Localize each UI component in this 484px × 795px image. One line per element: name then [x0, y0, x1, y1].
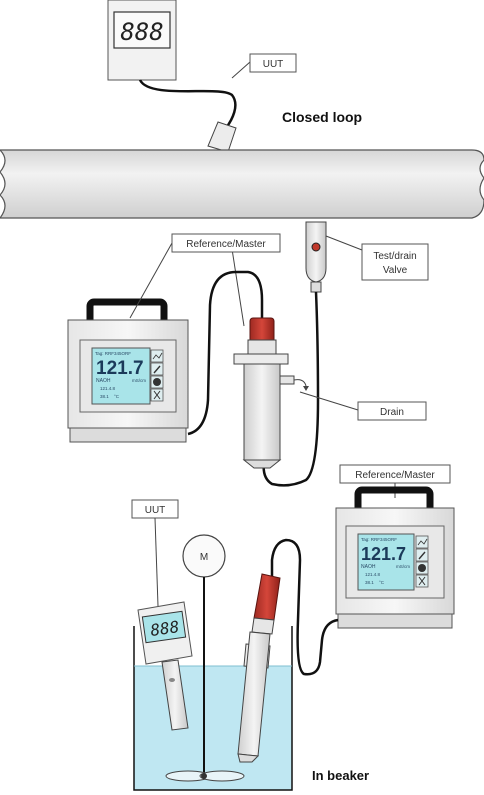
- beaker-liquid: [134, 666, 292, 790]
- uut-top-display: 888: [120, 18, 163, 46]
- ref2-medium: NAOH: [361, 564, 376, 570]
- drain-label: Drain: [380, 407, 404, 418]
- reference-meter-1: Tag: RRF345ORF 121.7 NAOH mS/cm 121.4.8 …: [67, 298, 189, 443]
- uut-bottom-label: UUT: [145, 505, 166, 516]
- closed-loop-title: Closed loop: [282, 109, 362, 125]
- test-drain-valve-label-box: [361, 243, 429, 281]
- mixer-label: M: [200, 552, 208, 563]
- uut-top-label: UUT: [263, 59, 284, 70]
- ref1-header: Tag: RRF345ORF: [95, 351, 131, 356]
- ref1-cable: [187, 270, 264, 436]
- ref1-temp-unit: °C: [114, 394, 120, 399]
- beaker: [133, 626, 293, 791]
- ref2-value: 121.7: [361, 544, 406, 564]
- ref1-medium: NAOH: [96, 378, 111, 384]
- uut-top-sensor: [207, 121, 237, 153]
- mixer: M: [165, 534, 245, 782]
- reference-master-1-label-box: [171, 233, 281, 253]
- test-drain-label-line2: Valve: [383, 265, 408, 276]
- ref2-unit: mS/cm: [396, 564, 410, 569]
- ref1-temp: 38.1: [100, 394, 109, 399]
- drain-label-box: [357, 401, 427, 421]
- ref2-secondary: 121.4.8: [365, 572, 381, 577]
- ref1-unit: mS/cm: [132, 378, 146, 383]
- ref2-temp: 38.1: [365, 580, 374, 585]
- ref2-temp-unit: °C: [379, 580, 385, 585]
- in-beaker-title: In beaker: [312, 768, 369, 783]
- test-drain-label-line1: Test/drain: [373, 251, 416, 262]
- ref1-secondary: 121.4.8: [100, 386, 116, 391]
- valve-to-cell-cable: [262, 291, 320, 487]
- flow-cell: [233, 317, 309, 469]
- uut-bottom-display: 888: [149, 617, 180, 640]
- reference-master-2-label: Reference/Master: [355, 470, 435, 481]
- uut-meter-top: 888: [107, 0, 177, 81]
- ref2-cable: [270, 538, 339, 676]
- uut-meter-bottom: 888: [137, 601, 193, 731]
- uut-top-label-box: [249, 53, 297, 73]
- ref1-value: 121.7: [96, 358, 144, 379]
- reference-meter-2: Tag: RRF345ORF 121.7 NAOH mS/cm 121.4.8 …: [335, 486, 455, 629]
- uut-top-cable: [138, 79, 237, 129]
- reference-master-1-label: Reference/Master: [186, 239, 266, 250]
- ref2-header: Tag: RRF345ORF: [361, 537, 397, 542]
- ref2-probe: [237, 573, 281, 763]
- test-drain-valve: [305, 221, 327, 293]
- drain-outlet: [279, 375, 295, 385]
- ref1-probe-head: [249, 317, 275, 343]
- pipe: [0, 149, 484, 219]
